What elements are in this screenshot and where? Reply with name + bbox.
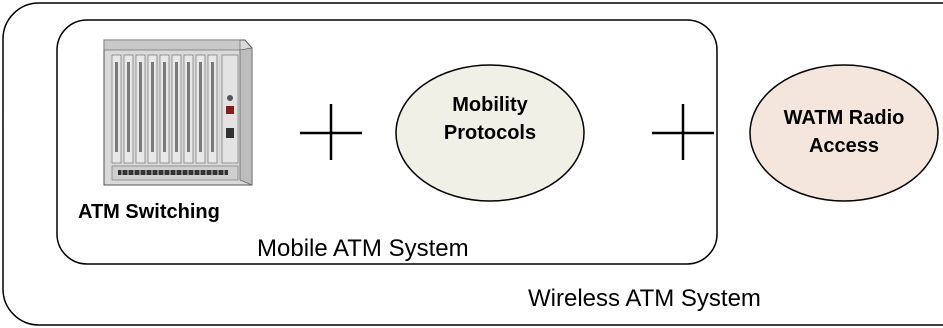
atm-switch-rack-icon [103,39,253,186]
mobility-protocols-ellipse [395,64,585,202]
wireless-atm-system-label: Wireless ATM System [528,285,761,312]
mobile-atm-system-box [56,19,718,265]
atm-switching-label: ATM Switching [78,201,220,223]
watm-radio-access-line2: Access [809,135,879,157]
mobile-atm-system-label: Mobile ATM System [257,235,469,262]
mobility-protocols-line2: Protocols [444,122,536,144]
plus-icon [300,104,362,160]
watm-radio-access-ellipse [749,64,939,202]
plus-icon [652,104,714,160]
mobility-protocols-line1: Mobility [452,94,528,116]
watm-radio-access-line1: WATM Radio [784,107,905,129]
